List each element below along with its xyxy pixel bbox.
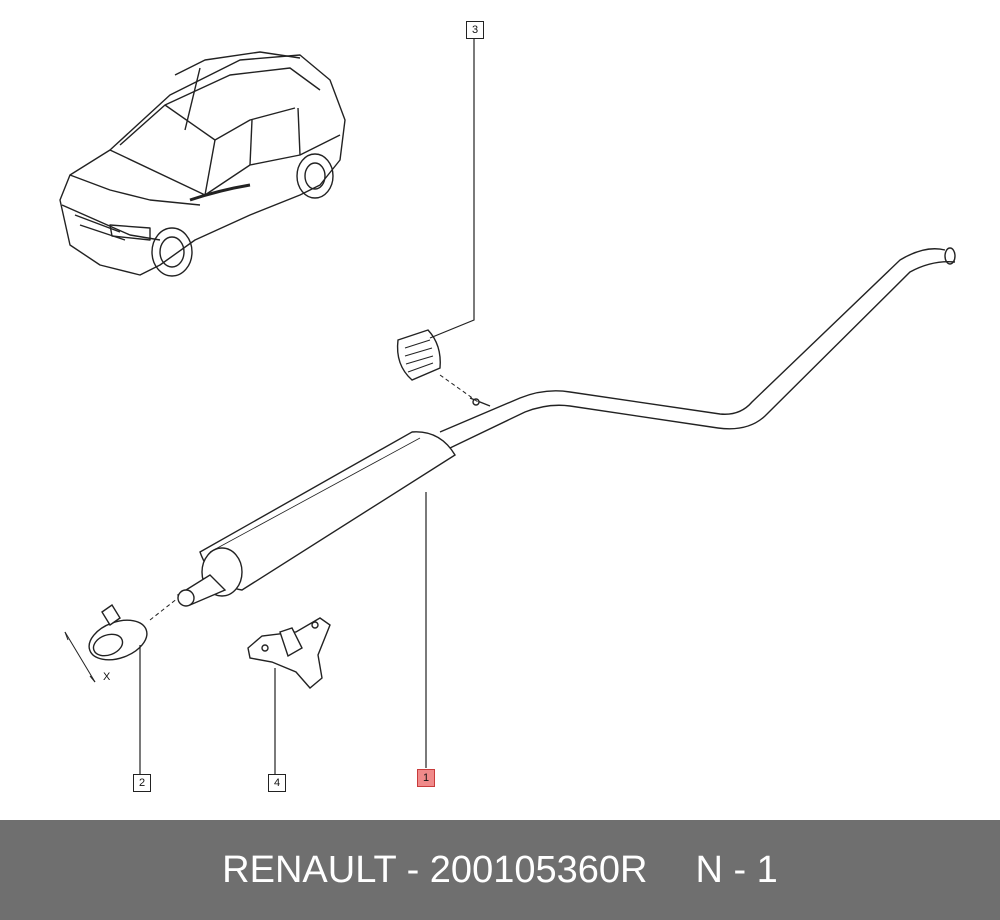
callout-2: 2 <box>133 774 151 792</box>
mount-dash-line <box>439 374 479 403</box>
bracket <box>247 617 331 689</box>
rubber-mount <box>396 329 491 407</box>
dimension-x-line <box>64 631 96 683</box>
footer-bar: RENAULT - 200105360R N - 1 <box>0 820 1000 920</box>
clamp <box>88 604 148 661</box>
callout-3: 3 <box>466 21 484 39</box>
diagram-drawing <box>59 37 956 775</box>
car-illustration <box>59 51 346 277</box>
quantity-label: N - 1 <box>695 848 778 891</box>
leader-lines <box>139 37 475 775</box>
callout-1: 1 <box>417 769 435 787</box>
clamp-dash-line <box>149 597 179 621</box>
exhaust-pipe <box>176 247 956 607</box>
exhaust-diagram: 3 1 2 4 X <box>59 21 956 792</box>
callout-4: 4 <box>268 774 286 792</box>
part-code: RENAULT - 200105360R <box>222 848 648 891</box>
dimension-x-label: X <box>103 671 111 683</box>
